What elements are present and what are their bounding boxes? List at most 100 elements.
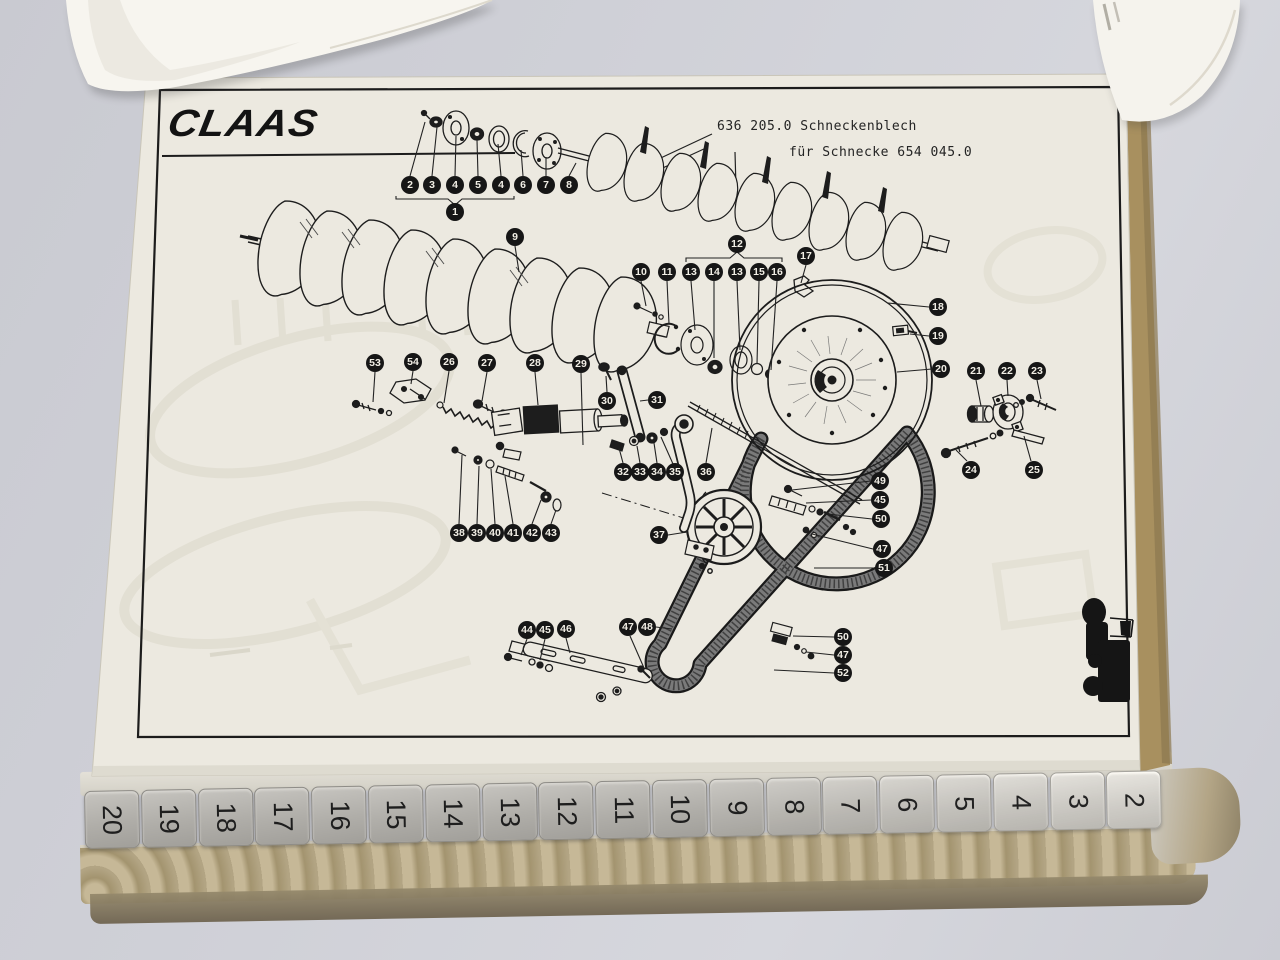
part-callout: 48 — [638, 618, 656, 636]
index-tab-17[interactable]: 17 — [254, 786, 311, 846]
tab-number: 11 — [608, 795, 639, 824]
page-curl-top-right — [1093, 0, 1243, 128]
part-callout: 50 — [872, 510, 890, 528]
index-tab-20[interactable]: 20 — [84, 789, 141, 849]
part-callout: 7 — [537, 176, 555, 194]
tab-number: 12 — [551, 795, 583, 827]
part-callout: 28 — [526, 354, 544, 372]
part-callout: 54 — [404, 353, 422, 371]
part-callout: 51 — [875, 559, 893, 577]
part-callout: 29 — [572, 355, 590, 373]
part-callout: 33 — [631, 463, 649, 481]
index-tab-12[interactable]: 12 — [538, 781, 595, 841]
part-callout: 13 — [728, 263, 746, 281]
part-callout: 20 — [932, 360, 950, 378]
index-tab-9[interactable]: 9 — [708, 777, 765, 837]
tab-number: 9 — [722, 799, 753, 816]
part-callout: 50 — [834, 628, 852, 646]
book-fore-edge — [1127, 95, 1172, 772]
part-callout: 38 — [450, 524, 468, 542]
part-callout: 13 — [682, 263, 700, 281]
small-hardware-drawing — [451, 427, 669, 512]
part-callout: 5 — [469, 176, 487, 194]
part-callout: 11 — [658, 263, 676, 281]
tab-number: 13 — [494, 796, 526, 828]
tab-number: 4 — [1006, 794, 1037, 810]
part-callout: 43 — [542, 524, 560, 542]
part-callout: 21 — [967, 362, 985, 380]
part-callout: 2 — [401, 176, 419, 194]
part-callout: 10 — [632, 263, 650, 281]
part-callout: 37 — [650, 526, 668, 544]
part-callout: 18 — [929, 298, 947, 316]
part-callout: 36 — [697, 463, 715, 481]
part-callout: 15 — [750, 263, 768, 281]
index-tab-10[interactable]: 10 — [651, 779, 708, 839]
part-callout: 12 — [728, 235, 746, 253]
part-callout: 47 — [619, 618, 637, 636]
part-callout: 46 — [557, 620, 575, 638]
auger-teeth — [640, 126, 887, 213]
page-border-frame — [136, 85, 1131, 739]
index-tab-6[interactable]: 6 — [879, 774, 936, 834]
part-callout: 6 — [514, 176, 532, 194]
index-tab-11[interactable]: 11 — [595, 780, 652, 840]
part-callout: 3 — [423, 176, 441, 194]
upper-auger-drawing — [557, 126, 950, 277]
part-callout: 17 — [797, 247, 815, 265]
part-callout: 34 — [648, 463, 666, 481]
index-tab-2[interactable]: 2 — [1106, 770, 1163, 830]
index-tab-7[interactable]: 7 — [822, 775, 879, 835]
part-callout: 16 — [768, 263, 786, 281]
part-callout: 19 — [929, 327, 947, 345]
index-tab-8[interactable]: 8 — [765, 776, 822, 836]
index-tab-5[interactable]: 5 — [935, 773, 992, 833]
bearing-hardware-drawing — [633, 302, 776, 380]
claas-logo: CLAAS — [164, 103, 322, 145]
index-tab-3[interactable]: 3 — [1049, 771, 1106, 831]
belt-fastener-drawing — [768, 484, 857, 660]
index-tab-19[interactable]: 19 — [140, 788, 197, 848]
index-tab-16[interactable]: 16 — [311, 785, 368, 845]
part-callout: 1 — [446, 203, 464, 221]
part-callout: 31 — [648, 391, 666, 409]
tab-number: 6 — [892, 796, 923, 812]
part-callout: 4 — [446, 176, 464, 194]
part-callout: 42 — [523, 524, 541, 542]
tab-number: 20 — [97, 804, 128, 835]
tab-number: 15 — [381, 798, 412, 830]
part-number-heading-line2: für Schnecke 654 045.0 — [789, 145, 973, 160]
index-tab-18[interactable]: 18 — [197, 787, 254, 847]
index-tab-4[interactable]: 4 — [992, 772, 1049, 832]
index-tab-15[interactable]: 15 — [367, 784, 425, 844]
part-callout: 26 — [440, 353, 458, 371]
hub-hardware-drawing — [420, 109, 562, 170]
part-callout: 41 — [504, 524, 522, 542]
tab-number: 18 — [210, 801, 242, 833]
index-tab-14[interactable]: 14 — [424, 783, 481, 843]
tab-number: 5 — [949, 795, 980, 811]
logo-underline — [161, 152, 516, 157]
tab-number: 16 — [324, 799, 355, 831]
part-callout: 47 — [873, 540, 891, 558]
index-tab-13[interactable]: 13 — [481, 782, 538, 842]
tab-number: 19 — [154, 803, 185, 834]
part-callout: 40 — [486, 524, 504, 542]
part-callout: 25 — [1025, 461, 1043, 479]
combine-harvester-icon — [1082, 598, 1134, 702]
tab-number: 3 — [1062, 793, 1094, 809]
part-callout: 53 — [366, 354, 384, 372]
part-callout: 9 — [506, 228, 524, 246]
part-callout: 45 — [871, 491, 889, 509]
drive-drum-drawing — [731, 279, 933, 481]
part-callout: 8 — [560, 176, 578, 194]
part-callout: 30 — [598, 392, 616, 410]
tab-number: 8 — [778, 798, 810, 815]
part-callout: 47 — [834, 646, 852, 664]
part-callout: 44 — [518, 621, 536, 639]
part-callout: 14 — [705, 263, 723, 281]
part-callout: 52 — [834, 664, 852, 682]
part-callout: 23 — [1028, 362, 1046, 380]
